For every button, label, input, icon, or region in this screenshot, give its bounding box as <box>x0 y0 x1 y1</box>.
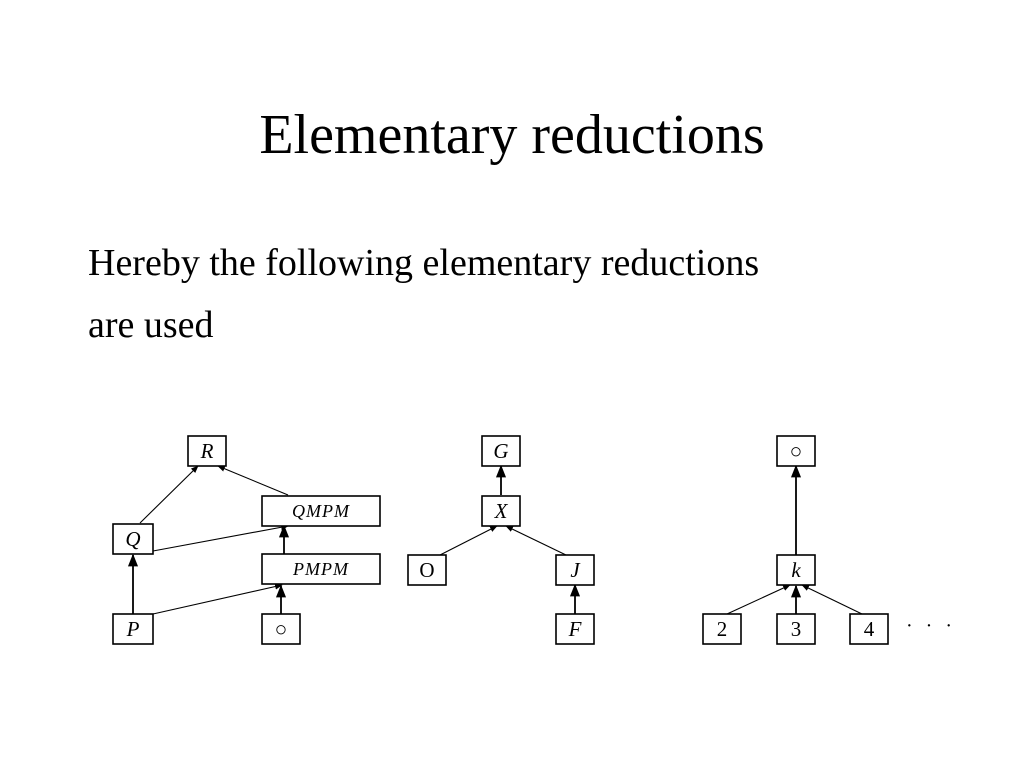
node-k: k <box>776 554 816 586</box>
node-3-label: 3 <box>791 617 802 641</box>
node-p-label: P <box>126 617 140 641</box>
node-2-label: 2 <box>717 617 728 641</box>
node-circle-3: ○ <box>776 435 816 467</box>
node-j-label: J <box>570 558 581 582</box>
node-f-label: F <box>568 617 582 641</box>
node-f: F <box>555 613 595 645</box>
node-g-label: G <box>493 439 508 463</box>
node-circle-1: ○ <box>261 613 301 645</box>
node-pmpm: PMPM <box>261 553 381 585</box>
diagram-3: ○ k 2 3 4 · · · <box>702 435 956 645</box>
node-qmpm-label: QMPM <box>292 501 350 521</box>
edge-q-to-qmpm <box>152 524 289 552</box>
node-k-label: k <box>791 558 801 582</box>
node-pmpm-label: PMPM <box>292 559 349 579</box>
node-o-label: O <box>419 558 434 582</box>
node-g: G <box>481 435 521 467</box>
edge-4-to-k <box>801 584 863 615</box>
edge-q-to-r <box>139 465 199 524</box>
ellipsis: · · · <box>906 615 956 637</box>
node-q-label: Q <box>125 527 140 551</box>
node-circle-1-label: ○ <box>275 617 288 641</box>
node-r-label: R <box>200 439 214 463</box>
node-o: O <box>407 554 447 586</box>
node-circle-3-label: ○ <box>790 439 803 463</box>
node-x: X <box>481 495 521 527</box>
node-p: P <box>112 613 154 645</box>
node-4-label: 4 <box>864 617 875 641</box>
edge-qmpm-to-r <box>217 465 289 496</box>
edge-2-to-k <box>726 584 791 615</box>
node-x-label: X <box>494 499 509 523</box>
node-3: 3 <box>776 613 816 645</box>
node-q: Q <box>112 523 154 555</box>
body-line-2: are used <box>88 304 214 346</box>
node-j: J <box>555 554 595 586</box>
slide-title: Elementary reductions <box>259 104 765 166</box>
body-line-1: Hereby the following elementary reductio… <box>88 242 760 284</box>
diagram-2: G X O J F <box>407 435 595 645</box>
node-4: 4 <box>849 613 889 645</box>
node-qmpm: QMPM <box>261 495 381 527</box>
node-r: R <box>187 435 227 467</box>
edge-o-to-x <box>439 525 498 556</box>
edge-j-to-x <box>505 525 567 556</box>
diagram-1: R QMPM Q PMPM P ○ <box>112 435 381 645</box>
edge-p-to-pmpm <box>152 583 283 615</box>
node-2: 2 <box>702 613 742 645</box>
slide-body-text: Hereby the following elementary reductio… <box>88 232 948 356</box>
